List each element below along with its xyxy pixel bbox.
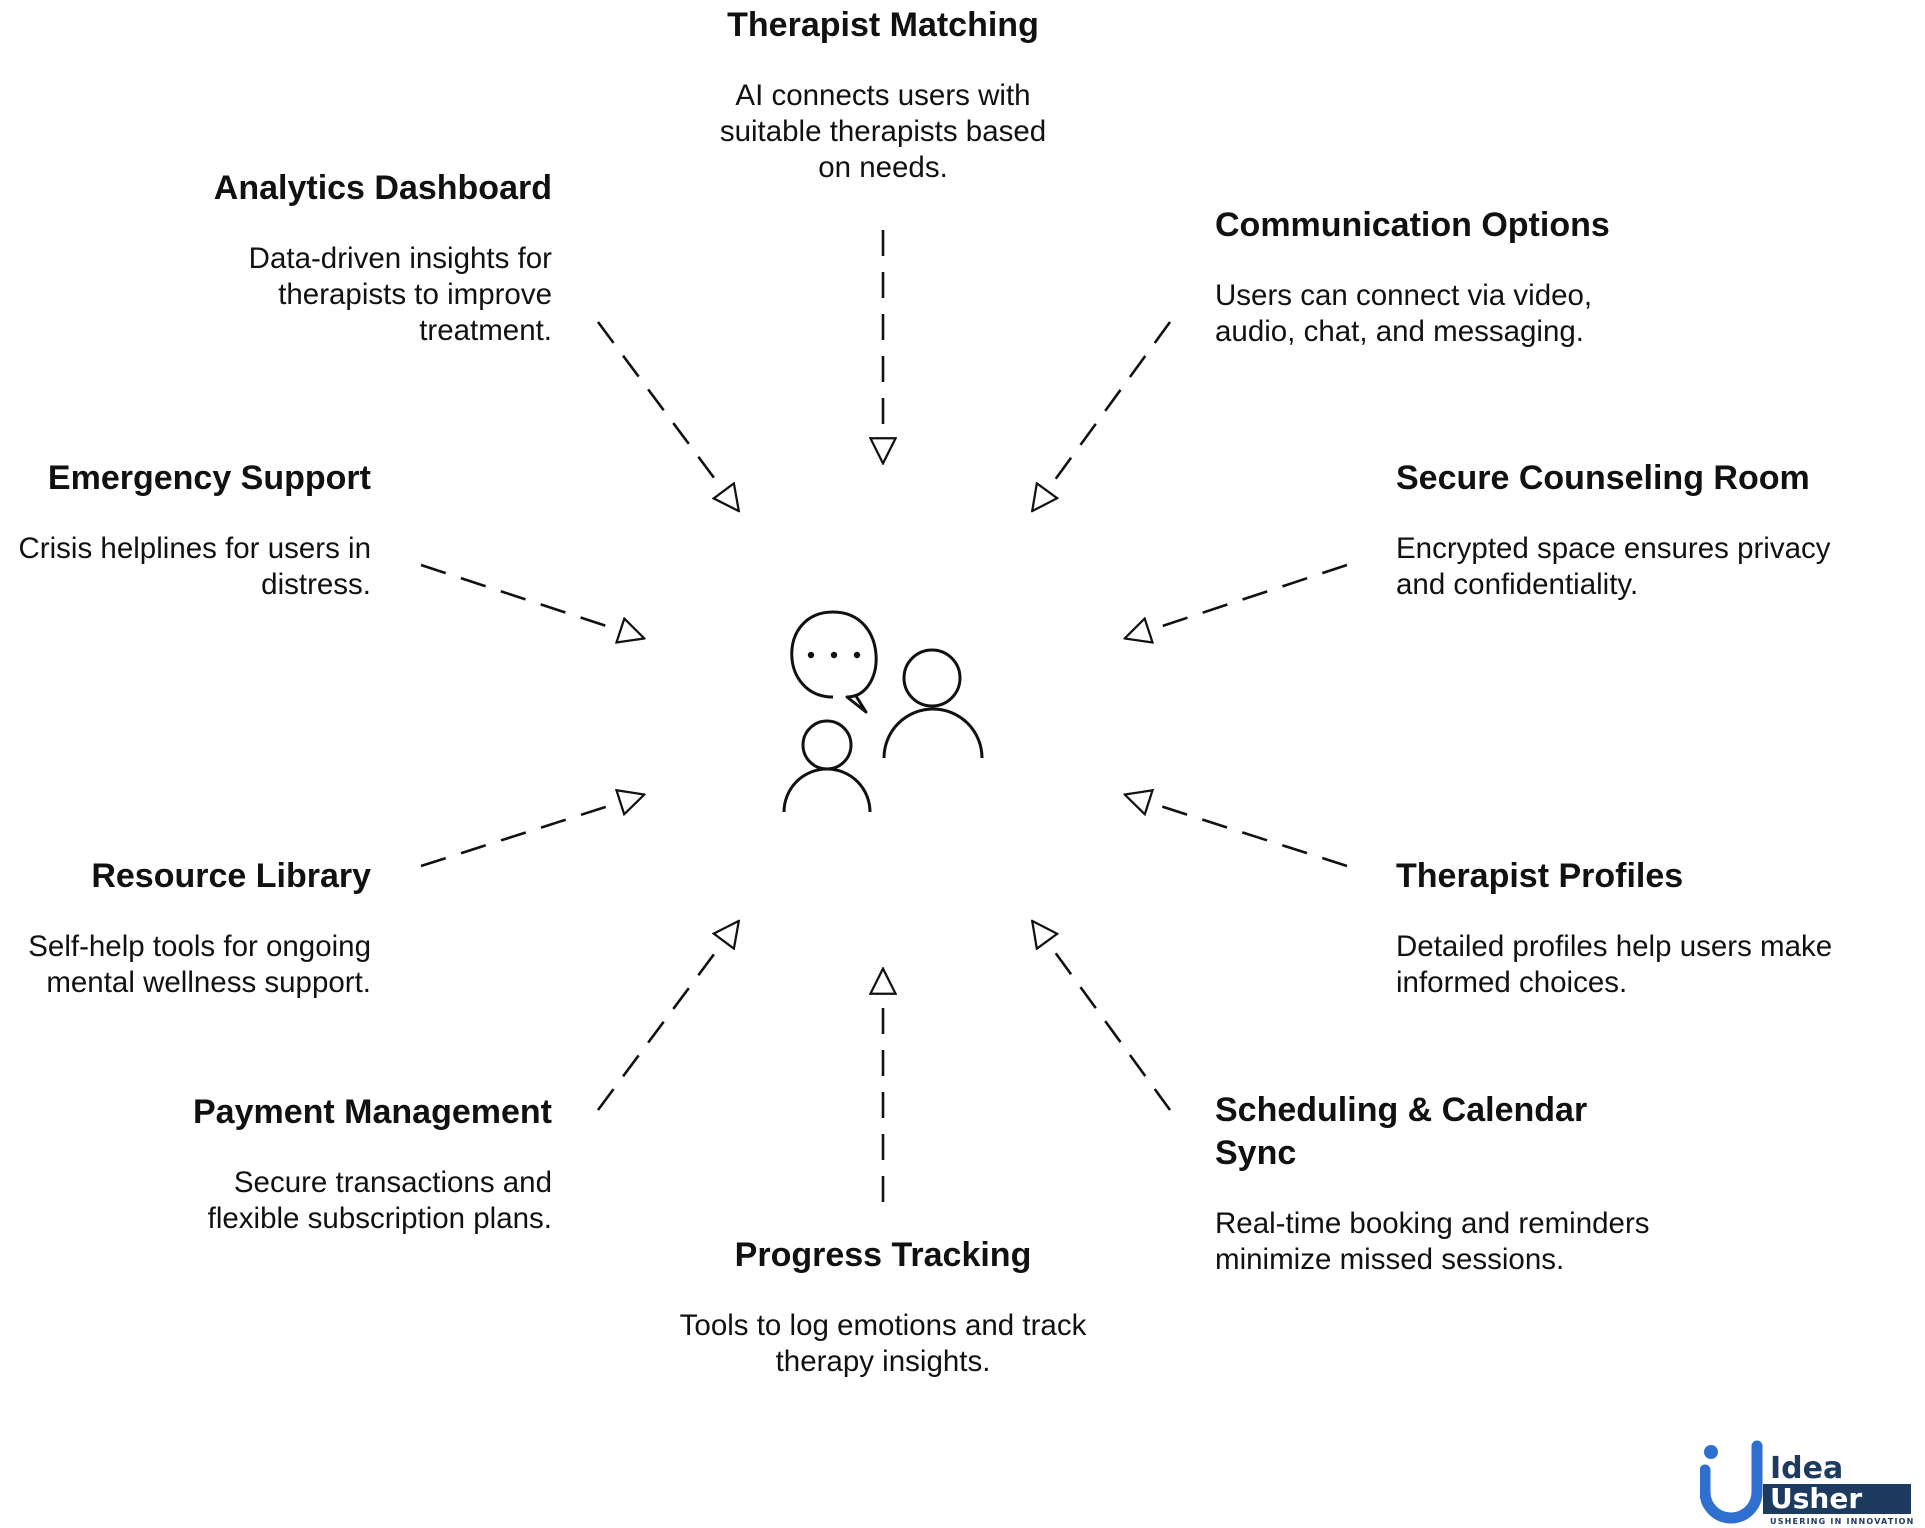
feature-communication-options: Communication Options Users can connect … <box>1215 204 1635 350</box>
feature-progress-tracking: Progress Tracking Tools to log emotions … <box>653 1234 1113 1380</box>
arrow-scheduling-calendar-sync <box>1033 922 1172 1111</box>
arrow-analytics-dashboard <box>596 321 738 510</box>
arrow-payment-management <box>596 922 738 1111</box>
feature-description: AI connects users with suitable therapis… <box>719 79 1047 184</box>
feature-description: Self-help tools for ongoing mental welln… <box>28 930 371 999</box>
arrow-secure-counseling-room <box>1126 563 1348 638</box>
feature-title: Progress Tracking <box>734 1236 1032 1274</box>
feature-title: Scheduling & Calendar Sync <box>1215 1091 1588 1172</box>
feature-description: Data-driven insights for therapists to i… <box>248 242 552 347</box>
feature-title: Communication Options <box>1215 206 1610 244</box>
arrow-communication-options <box>1033 321 1172 510</box>
feature-description: Detailed profiles help users make inform… <box>1396 930 1833 999</box>
feature-title: Analytics Dashboard <box>213 169 552 207</box>
logo-u-mark <box>1700 1440 1763 1524</box>
logo-dot <box>1704 1445 1718 1459</box>
arrow-emergency-support <box>420 563 643 638</box>
feature-title: Emergency Support <box>47 459 371 497</box>
feature-analytics-dashboard: Analytics Dashboard Data-driven insights… <box>152 167 552 349</box>
feature-secure-counseling-room: Secure Counseling Room Encrypted space e… <box>1396 457 1876 603</box>
feature-emergency-support: Emergency Support Crisis helplines for u… <box>0 457 372 603</box>
feature-title: Payment Management <box>193 1093 552 1131</box>
feature-therapist-matching: Therapist Matching AI connects users wit… <box>663 4 1103 186</box>
feature-title: Secure Counseling Room <box>1396 459 1810 497</box>
feature-payment-management: Payment Management Secure transactions a… <box>152 1091 552 1237</box>
feature-title: Resource Library <box>91 857 371 895</box>
logo-usher-bg <box>1763 1484 1911 1514</box>
feature-description: Encrypted space ensures privacy and conf… <box>1396 532 1831 601</box>
feature-description: Crisis helplines for users in distress. <box>18 532 372 601</box>
arrow-therapist-profiles <box>1126 795 1348 868</box>
feature-title: Therapist Matching <box>727 6 1039 44</box>
feature-description: Real-time booking and reminders minimize… <box>1215 1207 1650 1276</box>
feature-description: Secure transactions and flexible subscri… <box>207 1166 552 1235</box>
logo-word-idea: Idea <box>1770 1451 1843 1486</box>
logo-word-usher: Usher <box>1770 1482 1862 1515</box>
feature-description: Tools to log emotions and track therapy … <box>679 1309 1087 1378</box>
feature-scheduling-calendar-sync: Scheduling & Calendar Sync Real-time boo… <box>1215 1089 1650 1278</box>
idea-usher-logo: Idea Usher USHERING IN INNOVATION <box>1700 1440 1915 1525</box>
feature-therapist-profiles: Therapist Profiles Detailed profiles hel… <box>1396 855 1886 1001</box>
people-conversation-icon <box>782 610 984 813</box>
feature-title: Therapist Profiles <box>1396 857 1684 895</box>
feature-resource-library: Resource Library Self-help tools for ong… <box>0 855 371 1001</box>
logo-tagline: USHERING IN INNOVATION <box>1770 1517 1915 1525</box>
feature-description: Users can connect via video, audio, chat… <box>1215 279 1593 348</box>
arrow-resource-library <box>420 795 643 868</box>
